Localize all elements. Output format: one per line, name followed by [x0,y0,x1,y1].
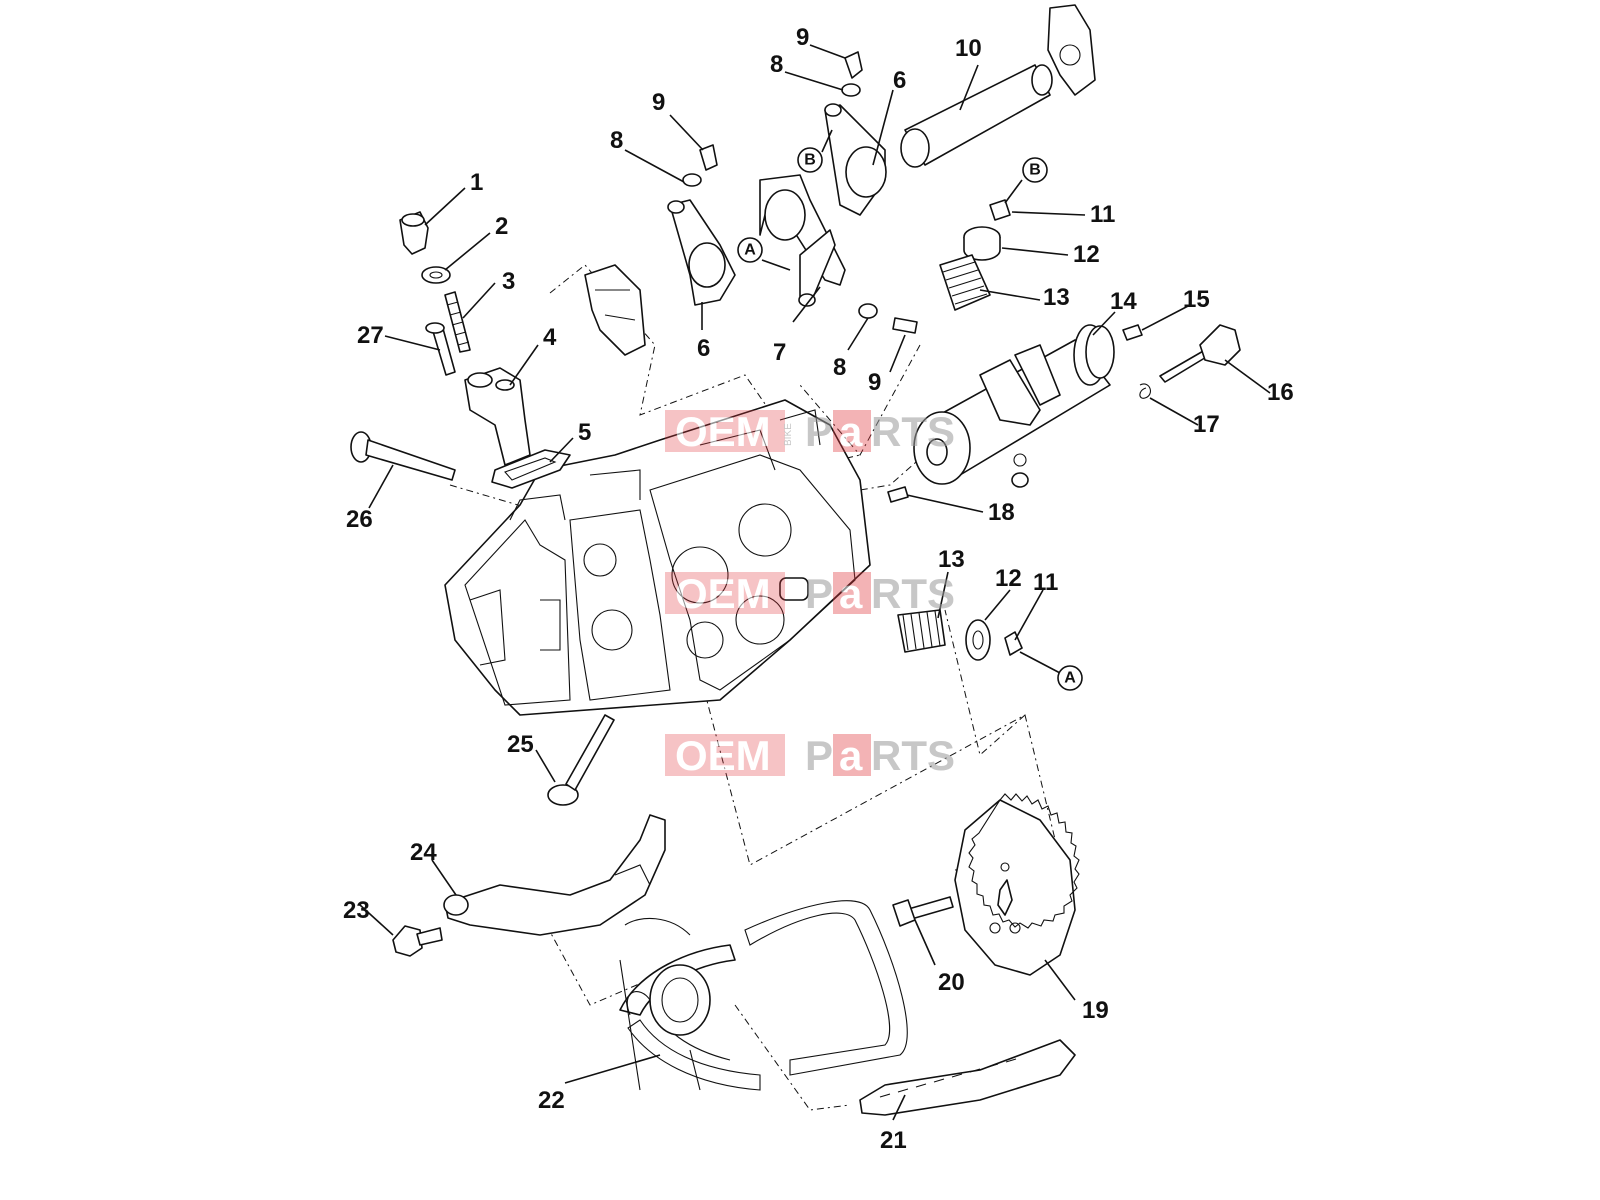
watermark-3: OEM P a RTS [665,732,955,779]
callout-18: 18 [988,499,1015,526]
callout-13a: 13 [1043,284,1070,311]
cam-holder-right [1047,4,1096,96]
callout-10: 10 [955,35,982,62]
svg-text:a: a [839,408,863,455]
svg-text:OEM: OEM [675,408,771,455]
svg-text:RTS: RTS [871,570,955,617]
svg-text:B: B [804,152,816,169]
svg-text:P: P [805,570,833,617]
callout-12b: 12 [995,565,1022,592]
callout-21: 21 [880,1127,907,1154]
gasket [491,449,571,489]
callout-9b: 9 [796,24,809,51]
callout-14: 14 [1110,288,1137,315]
stud-spring [444,291,471,353]
marker-B2: B [1022,157,1048,183]
camshaft [913,324,1115,488]
callout-26: 26 [346,506,373,533]
cylinder-head [444,399,871,716]
timing-chain [619,900,908,1091]
sensor-16 [1159,324,1241,383]
cam-sprocket [954,793,1080,976]
callout-9c: 9 [868,369,881,396]
valve-spring-lower [897,609,946,653]
svg-text:P: P [805,732,833,779]
callout-8a: 8 [610,127,623,154]
callout-19: 19 [1082,997,1109,1024]
retainer-lower [965,619,991,661]
svg-text:A: A [1064,670,1076,687]
callout-1: 1 [470,169,483,196]
collet-lower [1004,631,1023,656]
callout-6a: 6 [697,335,710,362]
marker-B1: B [797,147,823,173]
svg-text:A: A [744,242,756,259]
watermark-1: OEM BIKE P a RTS [665,408,955,455]
callout-6b: 6 [893,67,906,94]
callout-7: 7 [773,339,786,366]
callout-4: 4 [543,324,557,351]
svg-text:P: P [805,408,833,455]
callout-11a: 11 [1090,201,1115,228]
leader-lines [359,44,1271,1121]
callout-25: 25 [507,731,534,758]
sprocket-bolt [892,896,954,927]
svg-text:B: B [1029,162,1041,179]
callout-22: 22 [538,1087,565,1114]
svg-text:RTS: RTS [871,732,955,779]
watermark-2: OEM P a RTS [665,570,955,617]
guide-bolt-23 [392,925,443,957]
plug-bolt [399,211,429,255]
dowel-pin [1122,324,1143,341]
callout-27: 27 [357,322,384,349]
rocker-shaft [900,64,1053,168]
svg-text:OEM: OEM [675,732,771,779]
nut-center [858,303,878,319]
marker-A2: A [1057,665,1083,691]
svg-text:BIKE: BIKE [783,423,794,446]
collet-top [989,199,1011,221]
callout-11b: 11 [1033,569,1058,596]
svg-text:OEM: OEM [675,570,771,617]
cam-holder-left [584,264,646,356]
chain-guide-24 [443,814,666,936]
rocker-arm-left [667,199,736,306]
callout-12a: 12 [1073,241,1100,268]
callout-20: 20 [938,969,965,996]
circlip [1139,383,1151,399]
svg-text:RTS: RTS [871,408,955,455]
chain-tensioner-21 [859,1039,1076,1116]
callout-labels: 1 2 3 4 5 6 6 7 8 8 8 9 9 9 10 11 11 12 … [343,24,1294,1154]
adjust-screw-top [844,51,863,79]
nut-top [841,83,861,97]
pin-18 [887,486,909,503]
tensioner [464,367,531,466]
callout-8c: 8 [833,354,846,381]
callout-16: 16 [1267,379,1294,406]
marker-A1: A [737,237,763,263]
washer [421,266,451,284]
callout-17: 17 [1193,411,1220,438]
callout-13b: 13 [938,546,965,573]
valve-intake [350,431,456,481]
svg-text:a: a [839,570,863,617]
callout-2: 2 [495,213,508,240]
valve-exhaust [547,714,615,806]
retainer-top [963,226,1001,261]
svg-text:a: a [839,732,863,779]
rocker-arm-center [759,174,846,307]
callout-23: 23 [343,897,370,924]
valve-spring-top [939,254,991,311]
callout-15: 15 [1183,286,1210,313]
callout-3: 3 [502,268,515,295]
rocker-arm-right [824,103,887,216]
adjust-screw-left [699,144,718,171]
callout-5: 5 [578,419,591,446]
callout-9a: 9 [652,89,665,116]
callout-8b: 8 [770,51,783,78]
adjust-screw-center [892,317,918,334]
nut-left [682,173,702,187]
callout-24: 24 [410,839,437,866]
